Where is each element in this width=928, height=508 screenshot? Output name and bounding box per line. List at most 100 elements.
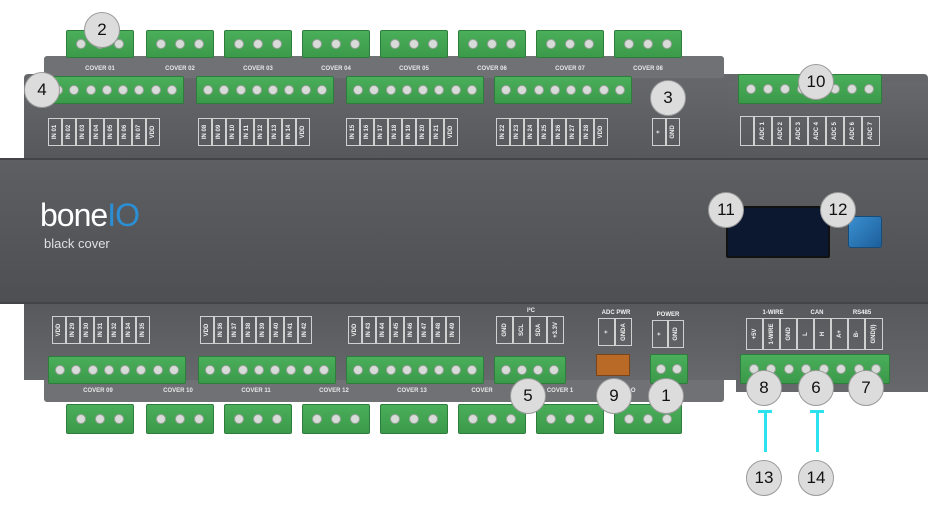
cover-label: COVER 04 bbox=[321, 66, 351, 72]
adc-pin-labels: ADC 1 ADC 2 ADC 3 ADC 4 ADC 5 ADC 6 ADC … bbox=[740, 116, 880, 146]
pin-label: IN 41 bbox=[284, 316, 298, 344]
top-cover-terminal bbox=[302, 30, 370, 58]
pin-label: L bbox=[797, 318, 814, 350]
input-terminal-block bbox=[346, 356, 484, 384]
top-power-pin-labels: + GND bbox=[652, 118, 680, 146]
pin-label: IN 35 bbox=[136, 316, 150, 344]
pin-label: IN 11 bbox=[240, 118, 254, 146]
pin-label: IN 30 bbox=[80, 316, 94, 344]
pin-label: IN 31 bbox=[94, 316, 108, 344]
pin-label: IN 43 bbox=[362, 316, 376, 344]
pin-label: ADC 6 bbox=[844, 116, 862, 146]
cover-label: COVER 06 bbox=[477, 66, 507, 72]
i2c-title: I²C bbox=[527, 308, 535, 314]
i2c-pin-labels: GND SCL SDA +3.3V bbox=[496, 316, 564, 344]
pin-label: H bbox=[814, 318, 831, 350]
pin-label: IN 15 bbox=[346, 118, 360, 146]
pin-label: IN 45 bbox=[390, 316, 404, 344]
bottom-cover-terminal bbox=[380, 404, 448, 434]
pin-label: ADC 3 bbox=[790, 116, 808, 146]
pin-label: VDD bbox=[146, 118, 160, 146]
display-button[interactable] bbox=[848, 216, 882, 248]
callout-14: 14 bbox=[798, 460, 834, 496]
rs485-title: RS485 bbox=[852, 310, 872, 316]
pin-label: IN 47 bbox=[418, 316, 432, 344]
cover-label: COVER 13 bbox=[397, 388, 427, 394]
input-terminal-block bbox=[198, 356, 336, 384]
pin-label: IN 46 bbox=[404, 316, 418, 344]
input-terminal-block bbox=[346, 76, 484, 104]
bottom-pin-labels-2: VDD IN 36 IN 37 IN 38 IN 39 IN 40 IN 41 … bbox=[200, 316, 312, 344]
connector-line-13 bbox=[764, 410, 767, 452]
input-terminal-block bbox=[494, 76, 632, 104]
pin-label: IN 26 bbox=[552, 118, 566, 146]
callout-12: 12 bbox=[820, 192, 856, 228]
callout-6: 6 bbox=[798, 370, 834, 406]
top-pin-labels-1: IN 01 IN 02 IN 03 IN 04 IN 05 IN 06 IN 0… bbox=[48, 118, 160, 146]
bottom-cover-terminal bbox=[224, 404, 292, 434]
input-terminal-block bbox=[196, 76, 334, 104]
pin-label: IN 25 bbox=[538, 118, 552, 146]
pin-label: IN 24 bbox=[524, 118, 538, 146]
pin-label: IN 20 bbox=[416, 118, 430, 146]
pin-label: IN 27 bbox=[566, 118, 580, 146]
pin-label: IN 05 bbox=[104, 118, 118, 146]
pin-label: + bbox=[598, 318, 615, 346]
pin-label: IN 02 bbox=[62, 118, 76, 146]
pin-label: B- bbox=[848, 318, 865, 350]
pin-label: IN 06 bbox=[118, 118, 132, 146]
bottom-pin-labels-1: VDD IN 29 IN 30 IN 31 IN 32 IN 34 IN 35 bbox=[52, 316, 150, 344]
top-pin-labels-4: IN 22 IN 23 IN 24 IN 25 IN 26 IN 27 IN 2… bbox=[496, 118, 608, 146]
top-cover-terminal bbox=[224, 30, 292, 58]
pin-label: GND bbox=[666, 118, 680, 146]
pin-label: GNDA bbox=[615, 318, 632, 346]
cover-label: COVER 02 bbox=[165, 66, 195, 72]
adc-pwr-connector bbox=[596, 354, 630, 376]
pin-label: ADC 5 bbox=[826, 116, 844, 146]
cover-label: COVER 01 bbox=[85, 66, 115, 72]
cover-label: COVER 03 bbox=[243, 66, 273, 72]
cover-label: COVER 12 bbox=[319, 388, 349, 394]
top-pin-labels-3: IN 15 IN 16 IN 17 IN 18 IN 19 IN 20 IN 2… bbox=[346, 118, 458, 146]
pin-label: VDD bbox=[52, 316, 66, 344]
pin-label: IN 38 bbox=[242, 316, 256, 344]
top-cover-rail bbox=[44, 56, 724, 78]
pin-label: IN 01 bbox=[48, 118, 62, 146]
pin-label: IN 23 bbox=[510, 118, 524, 146]
callout-11: 11 bbox=[708, 192, 744, 228]
brand-logo: boneIO bbox=[40, 197, 140, 233]
pin-label: IN 49 bbox=[446, 316, 460, 344]
top-cover-terminal bbox=[536, 30, 604, 58]
top-cover-terminal bbox=[146, 30, 214, 58]
pin-label: GND bbox=[496, 316, 513, 344]
pin-label: IN 48 bbox=[432, 316, 446, 344]
pin-label: IN 12 bbox=[254, 118, 268, 146]
pin-label: IN 08 bbox=[198, 118, 212, 146]
cover-label: COVER bbox=[471, 388, 493, 394]
bottom-cover-terminal bbox=[66, 404, 134, 434]
top-cover-terminal bbox=[380, 30, 448, 58]
pin-label: ADC 7 bbox=[862, 116, 880, 146]
cover-label: COVER 11 bbox=[241, 388, 271, 394]
adc-pwr-pin-labels: + GNDA bbox=[598, 318, 632, 346]
pin-label: ADC 1 bbox=[754, 116, 772, 146]
pin-label: IN 07 bbox=[132, 118, 146, 146]
pin-label: VDD bbox=[594, 118, 608, 146]
pin-label: +5V bbox=[746, 318, 763, 350]
bus-pin-labels: +5V 1-WIRE GND L H A+ B- GND(I) bbox=[746, 318, 883, 350]
can-title: CAN bbox=[810, 310, 824, 316]
pin-label: IN 10 bbox=[226, 118, 240, 146]
power-title: POWER bbox=[656, 312, 680, 318]
pin-label: + bbox=[652, 320, 668, 348]
callout-9: 9 bbox=[596, 378, 632, 414]
top-cover-terminal bbox=[614, 30, 682, 58]
callout-3: 3 bbox=[650, 80, 686, 116]
pin-label: GND bbox=[668, 320, 684, 348]
power-pin-labels: + GND bbox=[652, 320, 684, 348]
one-wire-title: 1-WIRE bbox=[762, 310, 784, 316]
cover-label: COVER 10 bbox=[163, 388, 193, 394]
pin-label: IN 22 bbox=[496, 118, 510, 146]
callout-2: 2 bbox=[84, 12, 120, 48]
pin-label: IN 04 bbox=[90, 118, 104, 146]
bottom-cover-terminal bbox=[146, 404, 214, 434]
